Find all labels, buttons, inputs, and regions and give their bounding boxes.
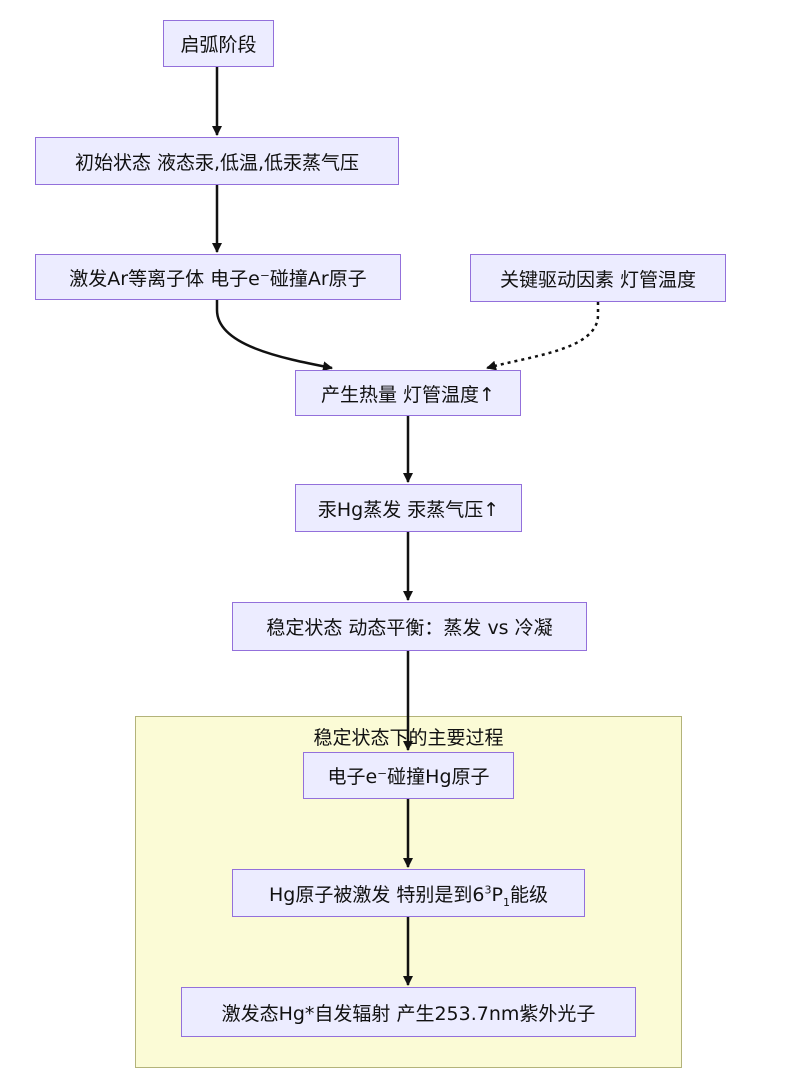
node-initial-state: 初始状态 液态汞,低温,低汞蒸气压	[35, 137, 399, 185]
node-electron-collide-hg: 电子e⁻碰撞Hg原子	[303, 752, 514, 799]
hg-excited-text: Hg原子被激发 特别是到63P1能级	[269, 883, 548, 909]
edge-keyfactor-heat	[486, 302, 600, 371]
edge-excite-heat	[215, 300, 333, 372]
node-excite-ar: 激发Ar等离子体 电子e⁻碰撞Ar原子	[35, 254, 401, 300]
node-key-factor: 关键驱动因素 灯管温度	[470, 254, 726, 302]
node-steady-state: 稳定状态 动态平衡：蒸发 vs 冷凝	[232, 602, 587, 651]
node-start: 启弧阶段	[163, 20, 274, 67]
node-emit-uv: 激发态Hg*自发辐射 产生253.7nm紫外光子	[181, 987, 636, 1037]
node-heat: 产生热量 灯管温度↑	[295, 370, 521, 416]
node-hg-excited: Hg原子被激发 特别是到63P1能级	[232, 869, 585, 917]
node-hg-evaporation: 汞Hg蒸发 汞蒸气压↑	[295, 484, 522, 532]
